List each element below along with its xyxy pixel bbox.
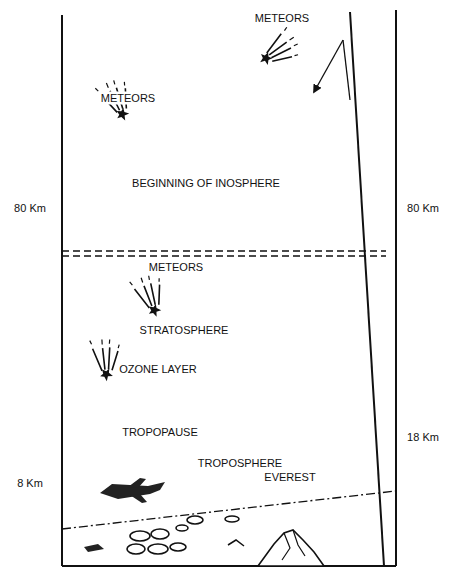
arrow-line <box>343 40 350 100</box>
layer-label: METEORS <box>99 92 157 105</box>
layer-label: METEORS <box>147 261 205 274</box>
layer-label: 80 Km <box>12 202 48 215</box>
meteor-symbol <box>121 266 175 319</box>
cloud-mark <box>228 540 244 546</box>
cloud-dark <box>84 544 104 552</box>
layer-label: STRATOSPHERE <box>138 324 231 337</box>
boundary-dashed <box>62 250 386 251</box>
layer-label: 80 Km <box>405 202 441 215</box>
everest-mountain <box>258 530 324 566</box>
layer-label: 8 Km <box>15 477 45 490</box>
frame-bottom <box>62 565 396 567</box>
mountain-ridge <box>282 530 305 560</box>
frame-left <box>61 15 63 566</box>
boundary-dashed <box>62 255 386 256</box>
layer-label: METEORS <box>253 12 311 25</box>
layer-label: EVEREST <box>262 471 317 484</box>
airplane-wing <box>128 478 147 503</box>
layer-label: 18 Km <box>405 431 441 444</box>
layer-label: TROPOSPHERE <box>196 457 284 470</box>
layer-label: BEGINNING OF INOSPHERE <box>130 177 282 190</box>
arrow-line <box>314 40 343 92</box>
meteor-symbol <box>258 22 305 73</box>
layer-label: OZONE LAYER <box>117 363 198 376</box>
slant-line <box>350 12 384 566</box>
clouds <box>127 516 239 554</box>
layer-label: TROPOPAUSE <box>120 426 200 439</box>
frame-right <box>395 10 397 566</box>
